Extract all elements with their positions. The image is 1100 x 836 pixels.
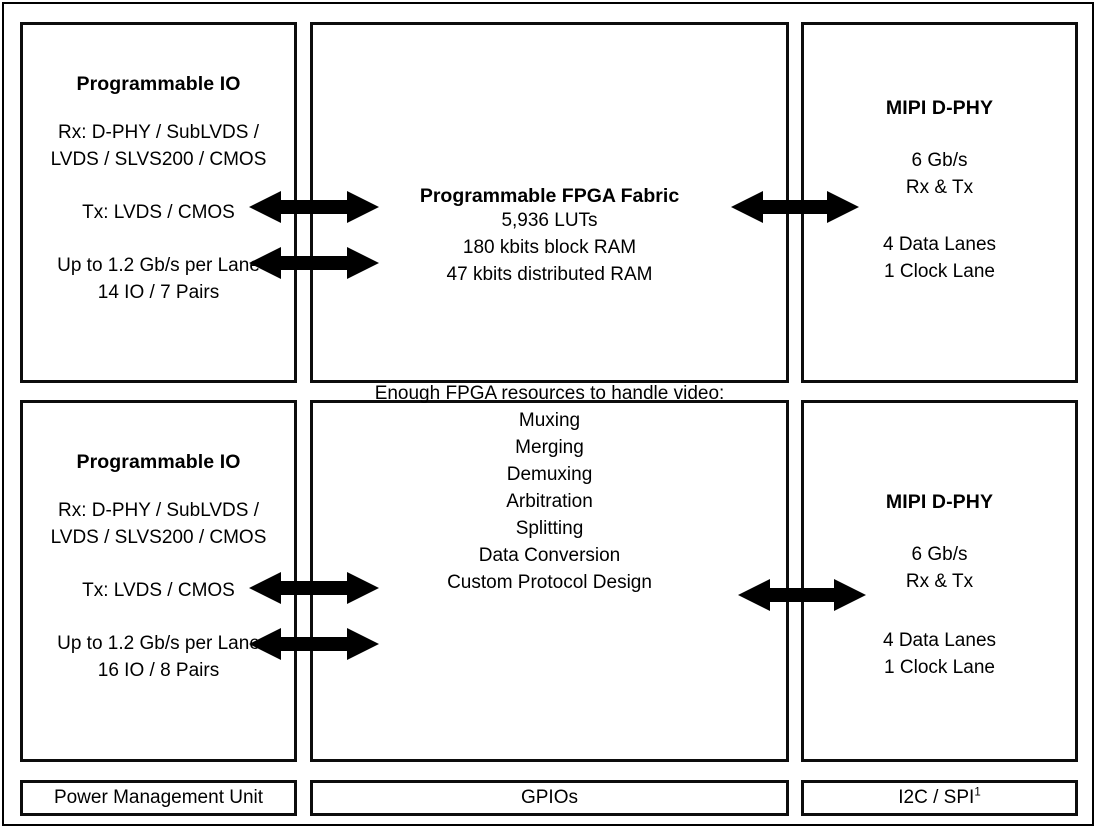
io-bottom-pins: 16 IO / 8 Pairs bbox=[97, 659, 220, 681]
io-bottom-rx-line2: LVDS / SLVS200 / CMOS bbox=[50, 526, 267, 548]
fabric-resource-item: Merging bbox=[515, 436, 584, 458]
io-top-title: Programmable IO bbox=[76, 73, 241, 95]
fabric-luts: 5,936 LUTs bbox=[501, 210, 598, 231]
io-bottom-rx-line1: Rx: D-PHY / SubLVDS / bbox=[58, 500, 259, 521]
io-bottom-title: Programmable IO bbox=[76, 451, 241, 473]
i2c-spi-text: I2C / SPI bbox=[898, 787, 975, 808]
fabric-resource-item: Arbitration bbox=[506, 490, 593, 512]
fabric-resource-item: Demuxing bbox=[506, 463, 593, 485]
fabric-summary-group: Programmable FPGA Fabric 5,936 LUTs 180 … bbox=[313, 185, 786, 289]
fabric-resource-item: Splitting bbox=[515, 517, 584, 539]
fabric-resource-item: Data Conversion bbox=[478, 544, 621, 566]
fabric-title: Programmable FPGA Fabric bbox=[419, 185, 680, 207]
i2c-spi-footnote-marker: 1 bbox=[974, 786, 981, 799]
dphy-top-direction: Rx & Tx bbox=[905, 176, 974, 198]
dphy-bottom-clock-lane: 1 Clock Lane bbox=[884, 656, 995, 678]
io-top-rate: Up to 1.2 Gb/s per Lane bbox=[57, 254, 260, 276]
block-programmable-io-top[interactable]: Programmable IO Rx: D-PHY / SubLVDS / LV… bbox=[20, 22, 297, 383]
dphy-bottom-data-lanes: 4 Data Lanes bbox=[882, 629, 997, 651]
fabric-distributed-ram: 47 kbits distributed RAM bbox=[446, 263, 653, 285]
gpios-label: GPIOs bbox=[520, 787, 578, 808]
bar-gpios[interactable]: GPIOs bbox=[310, 780, 789, 816]
io-top-tx: Tx: LVDS / CMOS bbox=[82, 201, 235, 223]
dphy-bottom-direction: Rx & Tx bbox=[905, 570, 974, 592]
dphy-top-title: MIPI D-PHY bbox=[885, 97, 994, 119]
dphy-bottom-rate: 6 Gb/s bbox=[911, 544, 968, 565]
io-top-pins: 14 IO / 7 Pairs bbox=[97, 281, 220, 303]
bar-power-management-unit[interactable]: Power Management Unit bbox=[20, 780, 297, 816]
block-mipi-dphy-bottom[interactable]: MIPI D-PHY 6 Gb/s Rx & Tx 4 Data Lanes 1… bbox=[801, 400, 1078, 762]
block-mipi-dphy-top[interactable]: MIPI D-PHY 6 Gb/s Rx & Tx 4 Data Lanes 1… bbox=[801, 22, 1078, 383]
power-management-unit-label: Power Management Unit bbox=[53, 787, 264, 808]
io-bottom-rate: Up to 1.2 Gb/s per Lane bbox=[57, 632, 260, 654]
dphy-bottom-title: MIPI D-PHY bbox=[885, 491, 994, 513]
block-fpga-fabric-bottom[interactable] bbox=[310, 400, 789, 762]
block-programmable-io-bottom[interactable]: Programmable IO Rx: D-PHY / SubLVDS / LV… bbox=[20, 400, 297, 762]
fabric-resources-group: Enough FPGA resources to handle video: M… bbox=[310, 381, 789, 597]
io-bottom-tx: Tx: LVDS / CMOS bbox=[82, 579, 235, 601]
io-top-rx-line1: Rx: D-PHY / SubLVDS / bbox=[58, 122, 259, 143]
i2c-spi-label: I2C / SPI1 bbox=[898, 787, 980, 809]
block-fpga-fabric-top[interactable]: Programmable FPGA Fabric 5,936 LUTs 180 … bbox=[310, 22, 789, 383]
dphy-top-rate: 6 Gb/s bbox=[911, 150, 968, 171]
io-top-rx-line2: LVDS / SLVS200 / CMOS bbox=[50, 148, 267, 170]
fabric-resources-intro: Enough FPGA resources to handle video: bbox=[374, 383, 725, 404]
dphy-top-data-lanes: 4 Data Lanes bbox=[882, 233, 997, 255]
bar-i2c-spi[interactable]: I2C / SPI1 bbox=[801, 780, 1078, 816]
fabric-block-ram: 180 kbits block RAM bbox=[462, 236, 637, 258]
fabric-resource-item: Custom Protocol Design bbox=[447, 571, 652, 593]
dphy-top-clock-lane: 1 Clock Lane bbox=[884, 260, 995, 282]
fabric-resource-item: Muxing bbox=[518, 409, 581, 431]
